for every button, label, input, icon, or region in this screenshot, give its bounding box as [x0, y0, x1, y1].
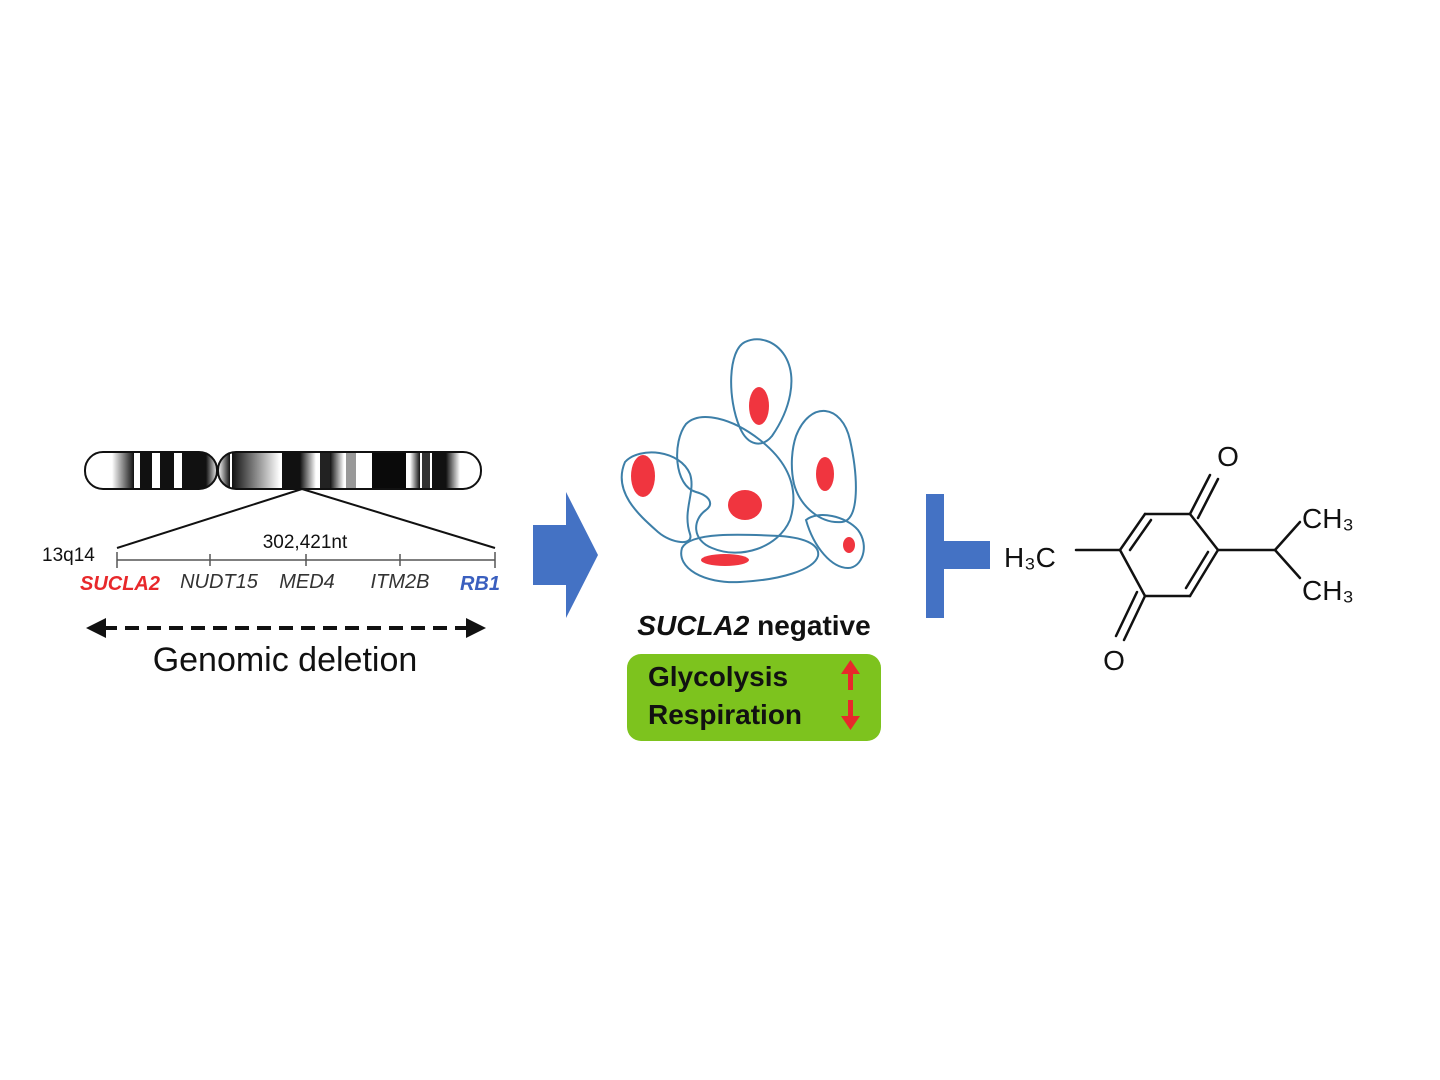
methyl-lower-right-label: CH₃	[1302, 575, 1354, 606]
band-label: 13q14	[42, 545, 95, 566]
cell-top	[730, 338, 793, 445]
gene-label-rb1: RB1	[460, 573, 500, 595]
zoom-line-right	[301, 488, 496, 549]
deletion-double-arrow	[86, 618, 486, 638]
inhibition-symbol	[926, 494, 990, 618]
methyl-left-label: H₃C	[1004, 542, 1056, 573]
region-length-label: 302,421nt	[263, 532, 348, 553]
thymoquinone-structure	[1074, 473, 1302, 642]
glycolysis-label: Glycolysis	[648, 661, 788, 692]
gene-label-itm2b: ITM2B	[371, 571, 430, 593]
metabolism-box	[627, 654, 881, 741]
chromosome-ideogram	[84, 451, 482, 490]
deletion-label: Genomic deletion	[153, 641, 418, 679]
zoom-line-left	[116, 488, 303, 549]
cell-center	[676, 416, 795, 554]
gene-label-nudt15: NUDT15	[180, 571, 259, 593]
respiration-label: Respiration	[648, 699, 802, 730]
cell-small	[804, 514, 865, 570]
cell-cluster	[620, 338, 865, 584]
down-arrow-icon	[841, 700, 860, 730]
gene-label-med4: MED4	[279, 571, 335, 593]
cell-status-label: SUCLA2 negative	[637, 610, 870, 641]
nuclei	[631, 387, 855, 566]
up-arrow-icon	[841, 660, 860, 690]
methyl-upper-right-label: CH₃	[1302, 503, 1354, 534]
cell-left	[620, 451, 693, 543]
gene-label-sucla2: SUCLA2	[80, 573, 160, 595]
flow-arrow-right	[533, 492, 598, 618]
oxygen-bottom-label: O	[1103, 645, 1125, 676]
cell-bottom	[680, 533, 820, 584]
gene-scale	[116, 552, 496, 568]
oxygen-top-label: O	[1217, 441, 1239, 472]
